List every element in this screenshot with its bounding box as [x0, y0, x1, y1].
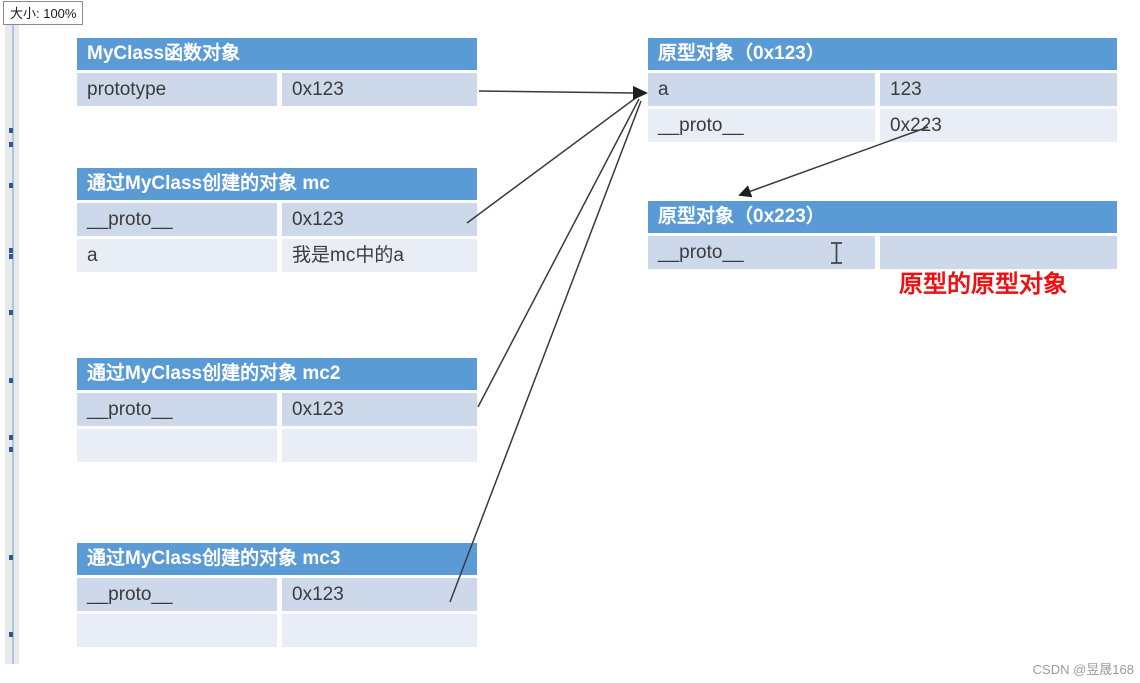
edge-marker: [9, 248, 13, 253]
table-row: [77, 429, 477, 462]
watermark: CSDN @昱晟168: [1032, 662, 1134, 677]
edge-marker: [9, 128, 13, 133]
table-cell-key[interactable]: __proto__: [77, 203, 277, 236]
table-cell-value[interactable]: [880, 236, 1117, 269]
table-cell-key[interactable]: __proto__: [648, 109, 875, 142]
table-cell-value[interactable]: [282, 614, 477, 647]
arrow-from-myclass-prototype: [478, 90, 635, 94]
edge-marker: [9, 378, 13, 383]
edge-marker: [9, 142, 13, 147]
table-cell-key[interactable]: prototype: [77, 73, 277, 106]
table-prototype-0x223: 原型对象（0x223） __proto__: [648, 201, 1117, 269]
table-row: a 123: [648, 73, 1117, 106]
table-header[interactable]: MyClass函数对象: [77, 38, 477, 70]
table-cell-key[interactable]: a: [648, 73, 875, 106]
table-row: __proto__ 0x123: [77, 203, 477, 236]
annotation-prototype-of-prototype: 原型的原型对象: [899, 271, 1067, 298]
table-header[interactable]: 原型对象（0x223）: [648, 201, 1117, 233]
table-row: __proto__ 0x123: [77, 578, 477, 611]
table-header[interactable]: 原型对象（0x123）: [648, 38, 1117, 70]
table-mc3: 通过MyClass创建的对象 mc3 __proto__ 0x123: [77, 543, 477, 647]
table-cell-key[interactable]: [77, 429, 277, 462]
table-header[interactable]: 通过MyClass创建的对象 mc: [77, 168, 477, 200]
edge-marker: [9, 447, 13, 452]
prototype-link-lines: [449, 90, 642, 603]
table-cell-value[interactable]: 0x223: [880, 109, 1117, 142]
table-myclass-function-object: MyClass函数对象 prototype 0x123: [77, 38, 477, 106]
table-mc2: 通过MyClass创建的对象 mc2 __proto__ 0x123: [77, 358, 477, 462]
table-header[interactable]: 通过MyClass创建的对象 mc2: [77, 358, 477, 390]
edge-marker: [9, 555, 13, 560]
table-cell-value[interactable]: 我是mc中的a: [282, 239, 477, 272]
table-cell-key[interactable]: a: [77, 239, 277, 272]
table-cell-value[interactable]: [282, 429, 477, 462]
edge-marker: [9, 632, 13, 637]
table-header[interactable]: 通过MyClass创建的对象 mc3: [77, 543, 477, 575]
table-row: a 我是mc中的a: [77, 239, 477, 272]
edge-marker: [9, 435, 13, 440]
arrowhead-into-prototype-0x123: [633, 86, 648, 100]
table-row: __proto__ 0x223: [648, 109, 1117, 142]
arrow-from-mc2-proto: [477, 98, 640, 408]
table-cell-value[interactable]: 0x123: [282, 203, 477, 236]
table-cell-key[interactable]: __proto__: [648, 236, 875, 269]
arrow-from-mc3-proto: [449, 100, 642, 603]
zoom-level-indicator: 大小: 100%: [3, 1, 84, 25]
table-row: __proto__ 0x123: [77, 393, 477, 426]
table-prototype-0x123: 原型对象（0x123） a 123 __proto__ 0x223: [648, 38, 1117, 142]
edge-marker: [9, 310, 13, 315]
table-cell-key[interactable]: __proto__: [77, 578, 277, 611]
table-cell-key[interactable]: __proto__: [77, 393, 277, 426]
table-cell-value[interactable]: 0x123: [282, 393, 477, 426]
edge-marker: [9, 183, 13, 188]
table-cell-value[interactable]: 0x123: [282, 73, 477, 106]
edge-marker: [9, 254, 13, 259]
table-cell-value[interactable]: 123: [880, 73, 1117, 106]
table-mc: 通过MyClass创建的对象 mc __proto__ 0x123 a 我是mc…: [77, 168, 477, 272]
arrow-from-mc-proto: [466, 96, 638, 224]
table-row: [77, 614, 477, 647]
table-cell-value[interactable]: 0x123: [282, 578, 477, 611]
left-edge-guide-line: [12, 19, 14, 664]
table-cell-key[interactable]: [77, 614, 277, 647]
table-row: prototype 0x123: [77, 73, 477, 106]
